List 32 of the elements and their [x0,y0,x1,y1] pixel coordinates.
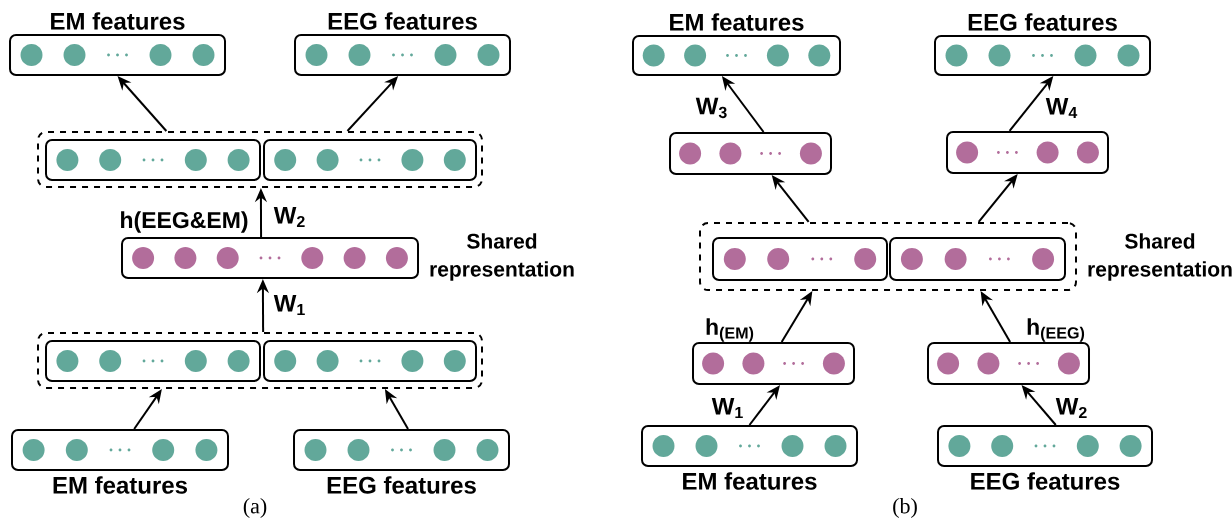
side-label: Shared representation [1088,233,1232,281]
edge-label: W$_{2}$ [273,206,305,228]
layer-label: EEG features [968,13,1117,31]
hidden-layer-label: h$_{(EEG)}$ [1027,318,1085,342]
neuron-layer-box [669,132,832,175]
layer-label: EEG features [971,472,1120,490]
neuron-layer-box [45,139,261,181]
hidden-layer-label: h$_{(EM)}$ [706,318,754,342]
side-label: Shared representation [430,233,574,281]
hidden-layer-label: h(EEG&EM) [121,211,248,233]
arrow [977,174,1018,223]
neuron-layer-box [946,131,1109,174]
dashed-group-box [37,332,483,389]
layer-label: EM features [683,472,817,490]
edge-label: W$_{3}$ [695,97,727,119]
layer-label: EM features [53,476,187,494]
layer-label: EM features [670,13,804,31]
neuron-layer-box [263,340,477,382]
neuron-layer-box [712,237,888,281]
panel-label: (b) [893,498,917,518]
panel-label: (a) [243,498,267,518]
edge-label: W$_{1}$ [273,294,305,316]
neuron-layer-box [263,139,477,181]
neuron-layer-box [889,237,1066,281]
dashed-group-box [37,131,483,188]
neuron-layer-box [45,340,261,382]
edge-label: W$_{1}$ [711,397,743,419]
layer-label: EEG features [328,12,477,30]
layer-label: EEG features [327,476,476,494]
edge-label: W$_{4}$ [1045,97,1078,119]
layer-label: EM features [51,12,185,30]
edge-label: W$_{2}$ [1055,397,1087,419]
